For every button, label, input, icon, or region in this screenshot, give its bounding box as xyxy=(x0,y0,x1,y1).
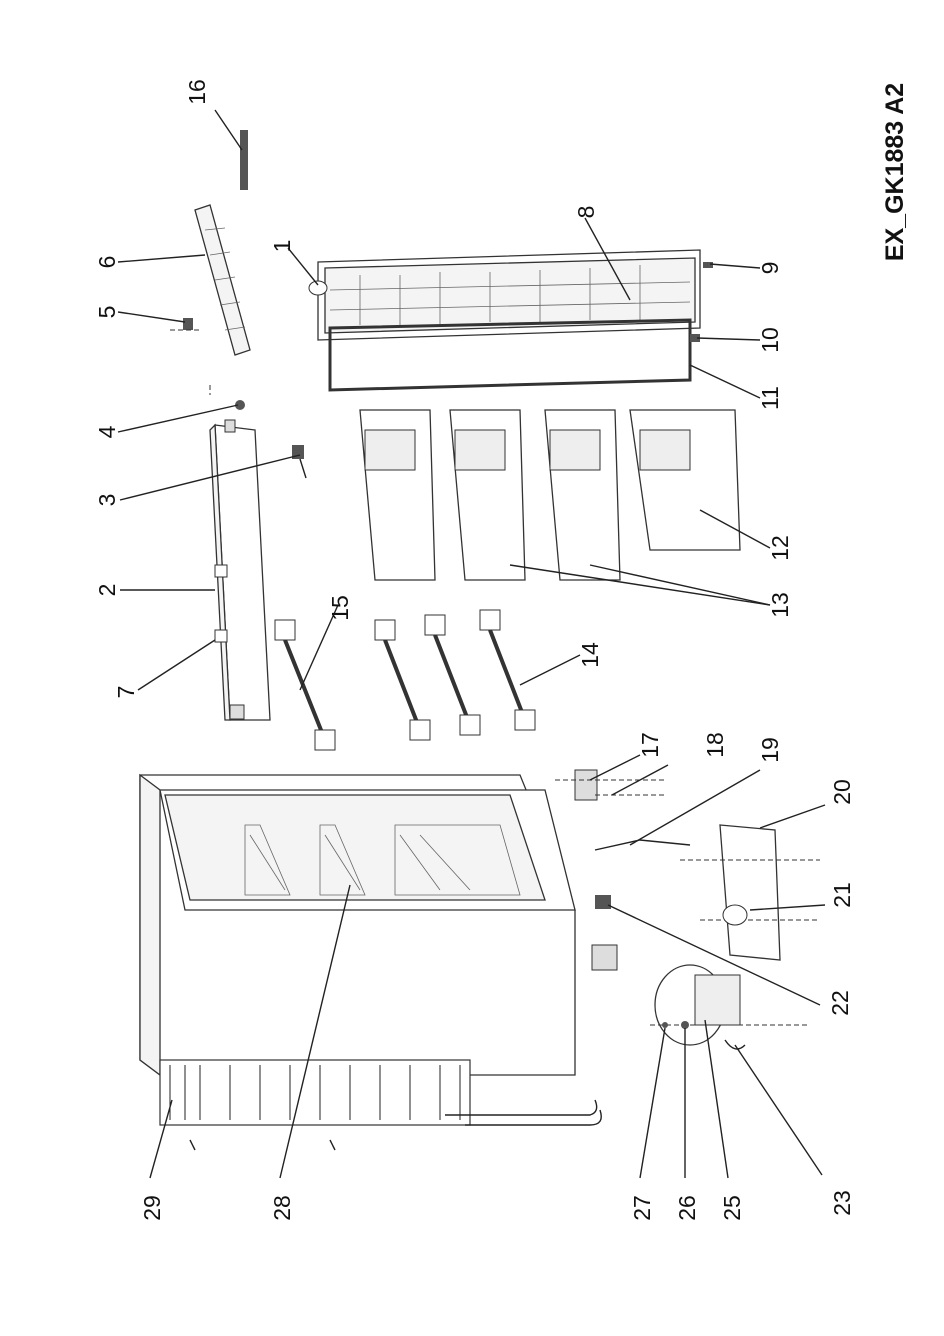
callout-26: 26 xyxy=(674,1195,700,1221)
condenser-coil xyxy=(159,1059,602,1126)
callout-3: 3 xyxy=(94,494,120,507)
rail-14b xyxy=(424,614,481,736)
callout-6: 6 xyxy=(94,256,120,269)
callout-20: 20 xyxy=(829,779,855,805)
callout-15: 15 xyxy=(327,595,353,621)
callout-16: 16 xyxy=(184,79,210,105)
callout-28: 28 xyxy=(269,1195,295,1221)
drawer-2 xyxy=(449,409,526,581)
door-gasket xyxy=(328,318,692,392)
thermostat-knob xyxy=(292,445,307,479)
rail-14a xyxy=(374,619,431,741)
callout-13: 13 xyxy=(767,592,793,618)
drawer-1 xyxy=(359,409,436,581)
callout-27: 27 xyxy=(629,1195,655,1221)
callout-25: 25 xyxy=(719,1195,745,1221)
drawer-bottom xyxy=(629,409,741,551)
callout-1: 1 xyxy=(269,240,295,253)
callout-29: 29 xyxy=(139,1195,165,1221)
hinge-bolt-9 xyxy=(703,262,713,268)
callout-2: 2 xyxy=(94,584,120,597)
cabinet-body xyxy=(139,773,602,1151)
hinge-screw xyxy=(170,318,200,331)
callout-22: 22 xyxy=(827,990,853,1016)
grille xyxy=(194,204,251,356)
kick-plate-16 xyxy=(240,130,248,190)
capillary-19 xyxy=(594,839,691,851)
callout-labels: 1 2 3 4 5 6 7 8 9 10 11 12 13 14 15 16 1… xyxy=(94,79,855,1221)
callout-11: 11 xyxy=(757,386,783,410)
start-device-22 xyxy=(591,895,618,971)
hinge-10 xyxy=(690,334,700,342)
callout-10: 10 xyxy=(757,327,783,353)
callout-8: 8 xyxy=(573,206,599,219)
base-plate-20 xyxy=(680,824,820,961)
document-code: EX_GK1883 A2 xyxy=(881,83,909,261)
leader-lines xyxy=(117,109,826,1179)
callout-21: 21 xyxy=(829,882,855,908)
tube-23 xyxy=(724,1039,746,1050)
relay-17 xyxy=(555,769,665,801)
door-pin xyxy=(308,280,328,296)
callout-9: 9 xyxy=(757,262,783,275)
callout-23: 23 xyxy=(829,1190,855,1216)
compressor-25 xyxy=(650,964,810,1046)
rail-15 xyxy=(274,619,336,751)
door xyxy=(317,249,701,341)
washer-27 xyxy=(662,1022,668,1028)
callout-19: 19 xyxy=(757,737,783,763)
callout-7: 7 xyxy=(113,686,139,699)
rail-14c xyxy=(479,609,536,731)
top-panel xyxy=(209,419,271,721)
fan-21 xyxy=(722,904,748,926)
callout-17: 17 xyxy=(637,732,663,758)
callout-4: 4 xyxy=(94,425,120,438)
callout-18: 18 xyxy=(702,732,728,758)
grommet-26 xyxy=(681,1021,689,1029)
callout-5: 5 xyxy=(94,306,120,319)
callout-14: 14 xyxy=(577,642,603,668)
top-hinge xyxy=(235,400,245,410)
callout-12: 12 xyxy=(767,535,793,561)
drawer-3 xyxy=(544,409,621,581)
